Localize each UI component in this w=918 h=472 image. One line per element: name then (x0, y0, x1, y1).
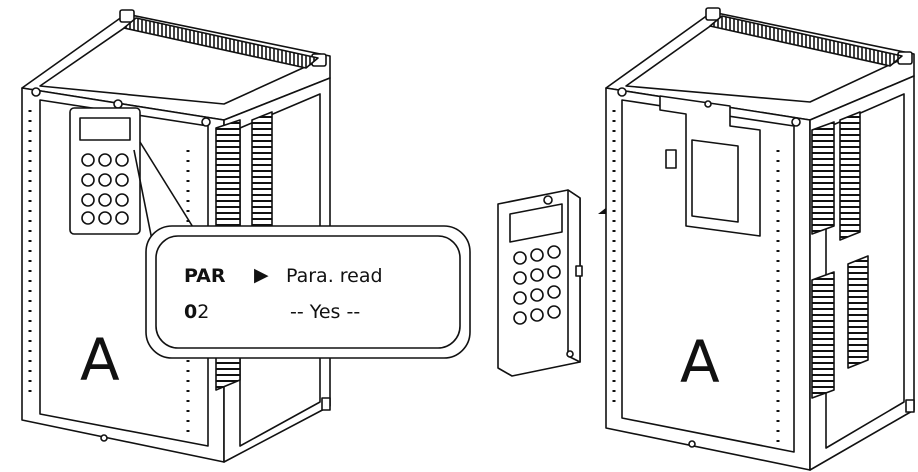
lcd-line2-text: -- Yes -- (290, 301, 360, 323)
detached-keypad-icon (498, 190, 582, 376)
lcd-line2-code-rest: 2 (197, 301, 209, 323)
lcd-arrow-icon: ▶ (254, 264, 269, 286)
lcd-line1-text: Para. read (286, 265, 383, 287)
lcd-line2-code-bold: 0 (184, 301, 197, 323)
lcd-line1-code: PAR (184, 265, 226, 287)
lcd-line2-code: 02 (184, 301, 209, 323)
lcd-callout: PAR ▶ Para. read 02 -- Yes -- (146, 226, 470, 358)
right-unit-label: A (680, 328, 720, 396)
left-keypad-icon (70, 108, 140, 234)
right-inverter (606, 8, 914, 470)
left-unit-label: A (80, 326, 120, 394)
